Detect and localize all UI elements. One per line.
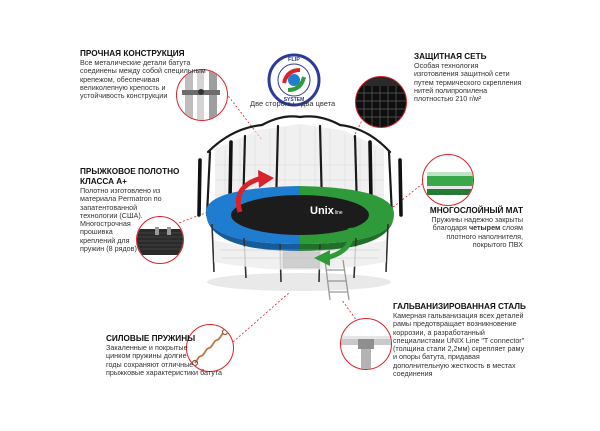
flip-badge-bottom: SYSTEM	[283, 97, 305, 103]
feature-text-line: цинком пружины долгие	[106, 351, 187, 361]
feature-text-line: путем термического скрепления	[414, 77, 522, 87]
feature-text-line: нитей полипропилена	[414, 85, 488, 95]
construction-detail-image	[176, 69, 228, 121]
feature-text-line: (толщина стали 2,2мм) скрепляет раму	[393, 344, 525, 354]
mat-detail-image	[136, 216, 184, 264]
feature-text-line: специалистами UNIX Line "T connector"	[393, 335, 525, 345]
feature-text-line: Все металические детали батута	[80, 58, 191, 67]
feature-pad: МНОГОСЛОЙНЫЙ МАТ Пружины надежно закрыты…	[415, 206, 523, 249]
feature-text-line: благодаря четырем слоям	[432, 223, 523, 233]
feature-construction-title: ПРОЧНАЯ КОНСТРУКЦИЯ	[80, 49, 185, 58]
feature-text-line: запатентованной	[80, 202, 138, 212]
feature-text-line: дополнительную жесткость в местах	[393, 360, 516, 370]
net-detail-image	[355, 76, 407, 128]
feature-steel-title: ГАЛЬВАНИЗИРОВАННАЯ СТАЛЬ	[393, 302, 526, 311]
feature-text-line: Особая технология	[414, 61, 479, 70]
feature-springs-title: СИЛОВЫЕ ПРУЖИНЫ	[106, 334, 196, 343]
feature-text-line: Закаленные и покрытые	[106, 343, 188, 352]
feature-text-line: креплений для	[80, 235, 130, 245]
feature-text-line: коррозии, а разработанный	[393, 327, 485, 337]
pad-detail-image	[422, 154, 474, 206]
spring-detail-image	[186, 324, 234, 372]
flip-system-badge: FLIP SYSTEM	[267, 53, 321, 107]
feature-text-line: рамы предотвращает возникновение	[393, 319, 517, 329]
steel-detail-image	[340, 318, 392, 370]
feature-net: ЗАЩИТНАЯ СЕТЬ Особая технология изготовл…	[414, 52, 534, 103]
feature-pad-title: МНОГОСЛОЙНЫЙ МАТ	[429, 206, 523, 215]
feature-text-line: Многострочная	[80, 219, 131, 229]
feature-text-line: Пружины надежно закрыты	[431, 215, 523, 224]
feature-construction: ПРОЧНАЯ КОНСТРУКЦИЯ Все металические дет…	[80, 49, 210, 100]
feature-text-line: годы сохраняют отличные	[106, 359, 194, 369]
flip-caption: Две стороны - два цвета	[250, 99, 336, 108]
feature-text-line: прошивка	[80, 227, 113, 237]
feature-net-title: ЗАЩИТНАЯ СЕТЬ	[414, 52, 487, 61]
feature-text-line: соединения	[393, 369, 433, 379]
feature-text-line: и опоры батута, придавая	[393, 352, 480, 362]
feature-text-line: изготовления защитной сети	[414, 69, 510, 79]
feature-mat-title-1: ПРЫЖКОВОЕ ПОЛОТНО	[80, 167, 180, 176]
feature-springs: СИЛОВЫЕ ПРУЖИНЫ Закаленные и покрытые ци…	[106, 334, 246, 377]
feature-text-line: прыжковые характеристики батута	[106, 367, 223, 377]
feature-text-line: соединены между собой специльным	[80, 66, 206, 76]
feature-text-line: покрытого ПВХ	[472, 239, 523, 249]
feature-mat-title-2: КЛАССА А+	[80, 177, 127, 186]
feature-text-line: технологии (США).	[80, 210, 143, 220]
feature-steel: ГАЛЬВАНИЗИРОВАННАЯ СТАЛЬ Камерная гальва…	[393, 302, 543, 378]
flip-badge-top: FLIP	[288, 57, 300, 63]
feature-mat: ПРЫЖКОВОЕ ПОЛОТНО КЛАССА А+ Полотно изго…	[80, 167, 180, 253]
feature-text-line: плотностью 210 г/м²	[414, 94, 482, 104]
feature-text-line: устойчивость конструкции	[80, 91, 168, 101]
feature-text-line: Полотно изготовлено из	[80, 186, 161, 195]
feature-text-line: материала Permatron по	[80, 194, 162, 204]
feature-text-line: великолепную крепость и	[80, 82, 166, 92]
mat-logo: Unixline	[310, 205, 343, 217]
feature-text-line: Камерная гальванизация всех деталей	[393, 311, 524, 320]
feature-text-line: пружин (8 рядов)	[80, 244, 137, 254]
feature-text-line: крепежом, обеспечивая	[80, 74, 160, 84]
feature-text-line: плотного наполнителя,	[446, 231, 523, 241]
